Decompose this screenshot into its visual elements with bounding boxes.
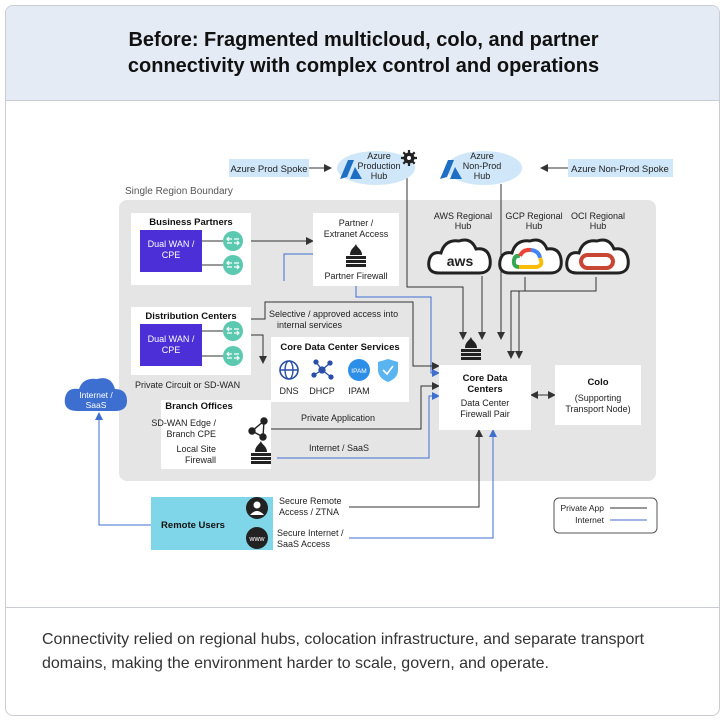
globe-icon: [279, 360, 299, 380]
svg-text:Business Partners: Business Partners: [149, 217, 232, 228]
svg-text:Partner Firewall: Partner Firewall: [324, 271, 387, 281]
header: Before: Fragmented multicloud, colo, and…: [6, 6, 719, 101]
business-partners-box: Business Partners Dual WAN / CPE: [131, 213, 251, 285]
remote-users-box: Remote Users www: [151, 497, 273, 550]
svg-text:Azure Prod Spoke: Azure Prod Spoke: [230, 164, 307, 175]
azure-logo-icon: [440, 160, 462, 179]
svg-text:Centers: Centers: [467, 384, 502, 395]
distribution-centers-box: Distribution Centers Dual WAN / CPE: [131, 307, 251, 375]
router-icon: [222, 320, 244, 342]
oracle-logo-icon: [579, 253, 615, 270]
dhcp-network-icon: [311, 359, 334, 380]
router-icon: [222, 345, 244, 367]
svg-text:Remote Users: Remote Users: [161, 520, 225, 531]
ipam-badge-icon: [348, 359, 370, 381]
azure-nonprod-spoke: [568, 159, 673, 177]
svg-text:SD-WAN Edge /: SD-WAN Edge /: [151, 418, 216, 428]
secure-remote-line2: Access / ZTNA: [279, 507, 339, 517]
divider: [6, 607, 719, 608]
svg-text:Colo: Colo: [587, 377, 608, 388]
svg-text:Distribution Centers: Distribution Centers: [145, 311, 236, 322]
azure-logo-icon: [340, 160, 362, 179]
svg-text:Private App: Private App: [561, 503, 605, 513]
colo-box: Colo (Supporting Transport Node): [555, 365, 641, 425]
legend: Private App Internet: [553, 497, 658, 534]
svg-text:GCP Regional: GCP Regional: [505, 211, 562, 221]
core-data-centers-box: Core Data Centers Data Center Firewall P…: [439, 337, 531, 430]
svg-text:Non-Prod: Non-Prod: [463, 161, 502, 171]
oci-regional-hub: OCI Regional Hub: [565, 211, 630, 275]
user-icon: [246, 497, 268, 519]
svg-text:Branch Offices: Branch Offices: [165, 401, 233, 412]
svg-text:Firewall: Firewall: [185, 455, 216, 465]
svg-text:Dual WAN /: Dual WAN /: [148, 239, 195, 249]
aws-regional-hub: AWS Regional Hub aws: [427, 211, 492, 275]
svg-text:DNS: DNS: [279, 386, 298, 396]
svg-text:Hub: Hub: [455, 221, 472, 231]
svg-text:Internet: Internet: [575, 515, 604, 525]
svg-text:Branch CPE: Branch CPE: [166, 429, 216, 439]
gcp-regional-hub: GCP Regional Hub: [498, 211, 563, 275]
svg-text:Extranet Access: Extranet Access: [324, 229, 389, 239]
svg-text:www: www: [248, 536, 265, 543]
svg-text:IPAM: IPAM: [351, 368, 366, 375]
secure-remote-line1: Secure Remote: [279, 496, 342, 506]
svg-text:CPE: CPE: [162, 250, 181, 260]
sdwan-node-icon: [248, 417, 268, 441]
internet-saas-cloud: Internet / SaaS: [64, 378, 127, 411]
svg-text:Azure Non-Prod Spoke: Azure Non-Prod Spoke: [571, 164, 669, 175]
svg-text:CPE: CPE: [162, 345, 181, 355]
page-title: Before: Fragmented multicloud, colo, and…: [127, 29, 600, 77]
private-circuit-label: Private Circuit or SD-WAN: [135, 380, 240, 390]
gcp-logo-icon: [511, 247, 544, 269]
router-icon: [222, 230, 244, 252]
svg-text:Local Site: Local Site: [176, 444, 216, 454]
partner-extranet-box: Partner / Extranet Access Partner Firewa…: [313, 213, 399, 286]
cloud-icon: [427, 238, 492, 275]
svg-text:Firewall Pair: Firewall Pair: [460, 409, 510, 419]
azure-prod-hub-line3: Hub: [371, 171, 388, 181]
secure-internet-line2: SaaS Access: [277, 539, 331, 549]
branch-offices-box: Branch Offices SD-WAN Edge / Branch CPE …: [151, 400, 271, 469]
router-icon: [222, 254, 244, 276]
caption: Connectivity relied on regional hubs, co…: [42, 631, 645, 672]
svg-text:OCI Regional: OCI Regional: [571, 211, 625, 221]
svg-text:(Supporting: (Supporting: [575, 393, 622, 403]
region-label: Single Region Boundary: [125, 186, 233, 197]
aws-logo: aws: [447, 253, 474, 269]
selective-access-line2: internal services: [277, 320, 343, 330]
svg-text:Internet /: Internet /: [79, 390, 113, 400]
svg-text:Partner /: Partner /: [339, 218, 374, 228]
secure-internet-line1: Secure Internet /: [277, 528, 344, 538]
selective-access-line1: Selective / approved access into: [269, 309, 398, 319]
svg-text:IPAM: IPAM: [348, 386, 369, 396]
svg-text:Transport Node): Transport Node): [565, 404, 630, 414]
svg-text:Hub: Hub: [474, 171, 491, 181]
architecture-diagram: Single Region Boundary: [64, 150, 673, 550]
shield-check-icon: [378, 359, 398, 382]
azure-nonprod-hub: Azure Non-Prod Hub: [440, 151, 522, 185]
private-application-label: Private Application: [301, 413, 375, 423]
svg-text:SaaS: SaaS: [86, 400, 107, 410]
svg-text:Hub: Hub: [526, 221, 543, 231]
svg-text:Hub: Hub: [590, 221, 607, 231]
azure-prod-hub-line2: Production: [357, 161, 400, 171]
azure-production-hub: Azure Production Hub: [337, 150, 417, 185]
www-globe-icon: www: [246, 527, 268, 549]
dual-wan-cpe: [140, 324, 202, 366]
diagram-card: Before: Fragmented multicloud, colo, and…: [5, 5, 720, 716]
dual-wan-cpe: [140, 230, 202, 272]
svg-text:DHCP: DHCP: [309, 386, 335, 396]
gear-icon: [401, 150, 417, 166]
svg-text:Dual WAN /: Dual WAN /: [148, 334, 195, 344]
svg-text:Azure: Azure: [470, 151, 494, 161]
svg-text:Core Data: Core Data: [463, 373, 509, 384]
azure-prod-spoke: [229, 159, 309, 177]
svg-text:AWS Regional: AWS Regional: [434, 211, 492, 221]
core-services-box: Core Data Center Services IPAM DNS DHCP …: [271, 337, 409, 402]
azure-prod-hub-line1: Azure: [367, 151, 391, 161]
internet-saas-link-label: Internet / SaaS: [309, 443, 369, 453]
svg-text:Data Center: Data Center: [461, 398, 510, 408]
svg-text:Core Data Center Services: Core Data Center Services: [280, 342, 399, 353]
